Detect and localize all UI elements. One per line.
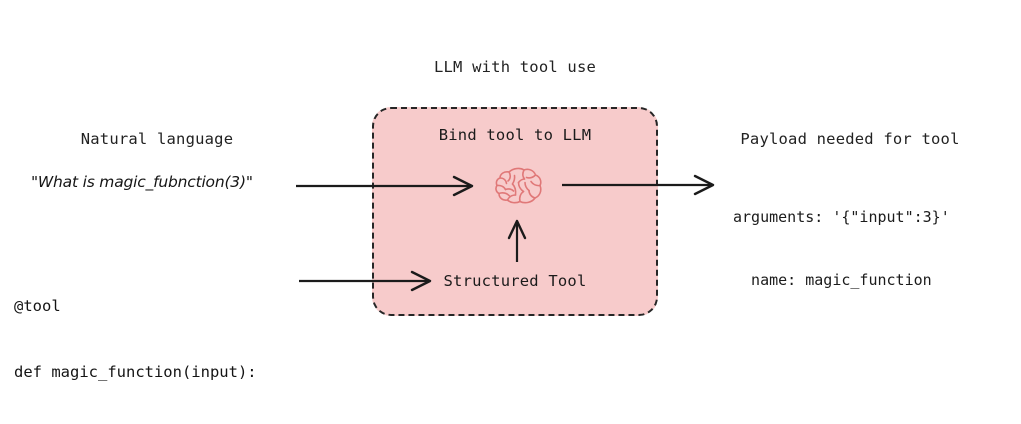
bind-tool-to-llm-label: Bind tool to LLM xyxy=(438,126,592,144)
brain-icon xyxy=(494,166,544,208)
tool-code-block: @tool def magic_function(input): return … xyxy=(14,251,257,424)
natural-language-heading: Natural language xyxy=(80,130,234,148)
structured-tool-label: Structured Tool xyxy=(443,272,587,290)
payload-block: arguments: '{"input":3}' name: magic_fun… xyxy=(733,165,950,333)
code-line-decorator: @tool xyxy=(14,297,61,315)
payload-heading: Payload needed for tool xyxy=(740,130,960,148)
payload-arguments-line: arguments: '{"input":3}' xyxy=(733,208,950,226)
payload-name-line: name: magic_function xyxy=(733,271,932,289)
code-line-def: def magic_function(input): xyxy=(14,363,257,381)
user-query-text: "What is magic_fubnction(3)" xyxy=(31,173,253,191)
diagram-title: LLM with tool use xyxy=(433,58,597,76)
